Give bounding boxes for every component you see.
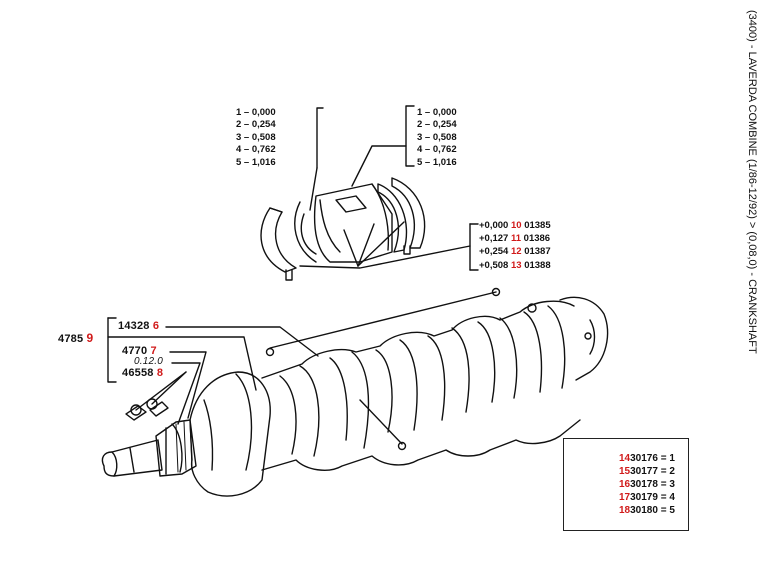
part-number: 30178 xyxy=(630,479,658,490)
part-label-4770: 4770 7 xyxy=(122,345,157,357)
insert-row: 1530177 = 2 xyxy=(619,466,675,477)
part-number: 01387 xyxy=(524,246,551,258)
part-number: 30180 xyxy=(630,505,658,516)
ref-number: 18 xyxy=(619,505,631,516)
ref-number: 9 xyxy=(86,331,94,345)
part-number: 30177 xyxy=(630,466,658,477)
quantity: = 1 xyxy=(660,453,675,464)
part-number: 14328 xyxy=(118,320,150,332)
part-number: 30179 xyxy=(630,492,658,503)
part-number: 01388 xyxy=(524,259,551,271)
note-text: 0.12.0 xyxy=(134,356,164,367)
insert-row: 1830180 = 5 xyxy=(619,505,675,516)
diagram-title: (3400) - LAVERDA COMBINE (1/86-12/92) > … xyxy=(746,10,758,354)
part-number: 4785 xyxy=(58,333,84,345)
quantity: = 4 xyxy=(660,492,675,503)
bearing-size-left-4: 4 – 0,762 xyxy=(236,144,276,156)
part-note-0120: 0.12.0 xyxy=(134,356,163,367)
bearing-size-left-1: 1 – 0,000 xyxy=(236,107,276,118)
ref-number: 8 xyxy=(156,367,164,379)
ref-number: 6 xyxy=(152,320,160,332)
ref-number: 16 xyxy=(619,479,631,490)
part-number: 46558 xyxy=(122,367,154,379)
part-number: 01386 xyxy=(523,233,551,245)
insert-row: 1630178 = 3 xyxy=(619,479,675,490)
bearing-size-right-2: 2 – 0,254 xyxy=(417,119,457,131)
part-number: 30176 xyxy=(630,453,658,464)
insert-row: 1430176 = 1 xyxy=(619,453,675,464)
washer-size: +0,254 xyxy=(479,246,509,258)
insert-row: 1730179 = 4 xyxy=(619,492,675,503)
part-label-14328: 14328 6 xyxy=(118,320,159,332)
ref-number: 15 xyxy=(619,466,631,477)
ref-number: 10 xyxy=(510,220,522,231)
washer-size: +0,127 xyxy=(479,233,509,245)
crankshaft-illustration xyxy=(101,287,609,497)
thrust-washer-row: +0,508 13 01388 xyxy=(479,259,551,272)
part-number: 01385 xyxy=(524,220,551,231)
thrust-washer-list: +0,000 10 01385 +0,127 11 01386 +0,254 1… xyxy=(479,219,551,272)
ref-number: 17 xyxy=(619,492,631,503)
thrust-washer-row: +0,254 12 01387 xyxy=(479,245,551,258)
bearing-size-right-1: 1 – 0,000 xyxy=(417,107,457,118)
bearing-shells-illustration xyxy=(260,105,479,281)
thrust-washer-row: +0,127 11 01386 xyxy=(479,232,551,245)
ref-number: 11 xyxy=(510,233,522,245)
ref-number: 13 xyxy=(510,259,522,271)
bearing-size-left-2: 2 – 0,254 xyxy=(236,119,276,131)
bearing-size-left-3: 3 – 0,508 xyxy=(236,131,276,143)
bearing-size-list-left: 1 – 0,000 2 – 0,254 3 – 0,508 4 – 0,762 … xyxy=(236,107,276,169)
bearing-size-right-3: 3 – 0,508 xyxy=(417,131,457,143)
ref-number: 14 xyxy=(619,453,631,464)
quantity: = 5 xyxy=(660,505,675,516)
ref-number: 7 xyxy=(150,345,157,357)
bearing-size-list-right: 1 – 0,000 2 – 0,254 3 – 0,508 4 – 0,762 … xyxy=(417,107,457,169)
bearing-size-left-5: 5 – 1,016 xyxy=(236,156,276,168)
washer-size: +0,508 xyxy=(479,259,509,271)
part-label-4785: 4785 9 xyxy=(58,331,93,345)
quantity: = 2 xyxy=(660,466,675,477)
part-label-46558: 46558 8 xyxy=(122,367,163,379)
ref-number: 12 xyxy=(510,246,522,258)
insert-detail-box: 1430176 = 1 1530177 = 2 1630178 = 3 1730… xyxy=(563,438,689,531)
quantity: = 3 xyxy=(660,479,675,490)
bearing-size-right-4: 4 – 0,762 xyxy=(417,144,457,156)
thrust-washer-row: +0,000 10 01385 xyxy=(479,219,551,232)
bearing-size-right-5: 5 – 1,016 xyxy=(417,156,457,168)
washer-size: +0,000 xyxy=(479,220,509,231)
part-number: 4770 xyxy=(122,345,148,357)
